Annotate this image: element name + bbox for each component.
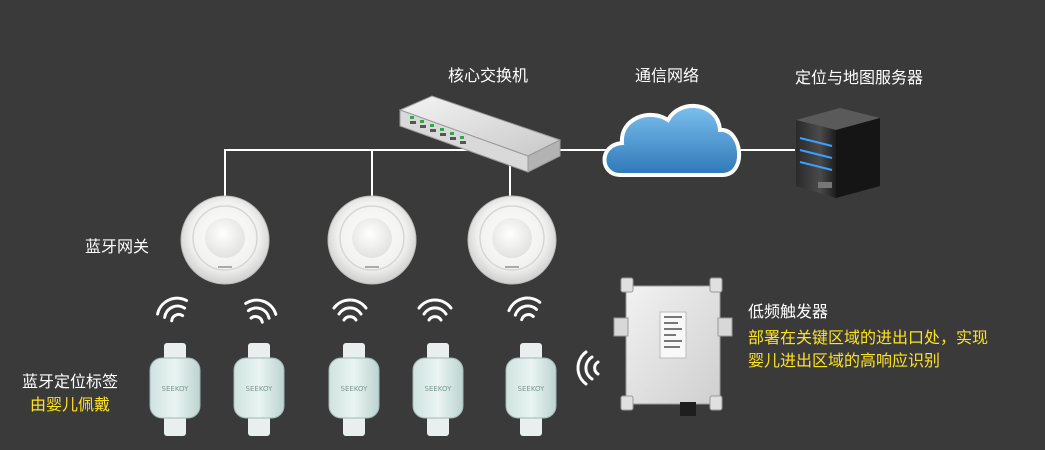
signal-icon-1 — [156, 296, 189, 323]
bt-gateway-3 — [467, 195, 557, 285]
bt-tag-4: SEEKOY — [412, 343, 464, 436]
server-label: 定位与地图服务器 — [795, 68, 924, 87]
bt-tag-1: SEEKOY — [149, 343, 201, 436]
signal-icon-2 — [244, 298, 278, 324]
signal-icon-3 — [332, 298, 368, 322]
bt-tag-2: SEEKOY — [233, 343, 285, 436]
core-switch-label: 核心交换机 — [448, 66, 529, 85]
bt-gateway-1 — [180, 195, 270, 285]
gateway-bus-line — [224, 149, 510, 200]
signal-icon-4 — [417, 298, 453, 322]
connection-lines — [224, 149, 795, 200]
trigger-desc-line2: 婴儿进出区域的高响应识别 — [748, 351, 941, 370]
tag-worn-label: 由婴儿佩戴 — [30, 395, 111, 414]
bt-tag-label: 蓝牙定位标签 — [22, 372, 119, 391]
tag-brand-3: SEEKOY — [341, 385, 369, 393]
server-icon — [796, 108, 880, 198]
tag-brand-4: SEEKOY — [425, 385, 453, 393]
core-switch-icon — [398, 95, 562, 173]
lf-signal-icon — [576, 350, 600, 386]
cloud-icon — [602, 103, 741, 177]
trigger-desc-line1: 部署在关键区域的进出口处，实现 — [748, 328, 989, 347]
bt-tag-3: SEEKOY — [328, 343, 380, 436]
tag-brand-5: SEEKOY — [518, 385, 546, 393]
tag-brand-1: SEEKOY — [162, 385, 190, 393]
lf-trigger-device — [613, 277, 733, 416]
lf-trigger-label: 低频触发器 — [748, 302, 829, 321]
bt-gateway-label: 蓝牙网关 — [85, 237, 150, 256]
bt-gateway-2 — [327, 195, 417, 285]
tag-brand-2: SEEKOY — [246, 385, 274, 393]
signal-icon-5 — [507, 296, 542, 322]
bt-tag-5: SEEKOY — [505, 343, 557, 436]
comm-network-label: 通信网络 — [635, 66, 700, 85]
